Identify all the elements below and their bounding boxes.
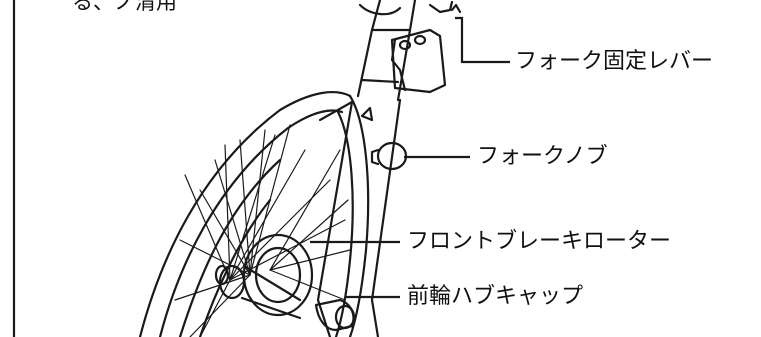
label-front-hub-cap: 前輪ハブキャップ bbox=[407, 284, 584, 309]
label-fork-knob: フォークノブ bbox=[477, 144, 608, 169]
steerer-tube bbox=[356, 0, 417, 122]
fork-lock-lever-shape bbox=[358, 0, 462, 94]
fork-knob-shape bbox=[370, 141, 408, 171]
label-front-brake-rotor: フロントブレーキローター bbox=[407, 229, 672, 254]
fork-leg bbox=[316, 98, 402, 337]
leader-fork-lock-lever bbox=[455, 16, 510, 64]
label-fork-lock-lever: フォーク固定レバー bbox=[515, 49, 714, 74]
brake-rotor-shape bbox=[242, 233, 314, 317]
top-text-fragment: る、ノ清用 bbox=[72, 0, 177, 14]
hub-cap-shape bbox=[314, 298, 356, 332]
hub-shape bbox=[214, 264, 302, 320]
